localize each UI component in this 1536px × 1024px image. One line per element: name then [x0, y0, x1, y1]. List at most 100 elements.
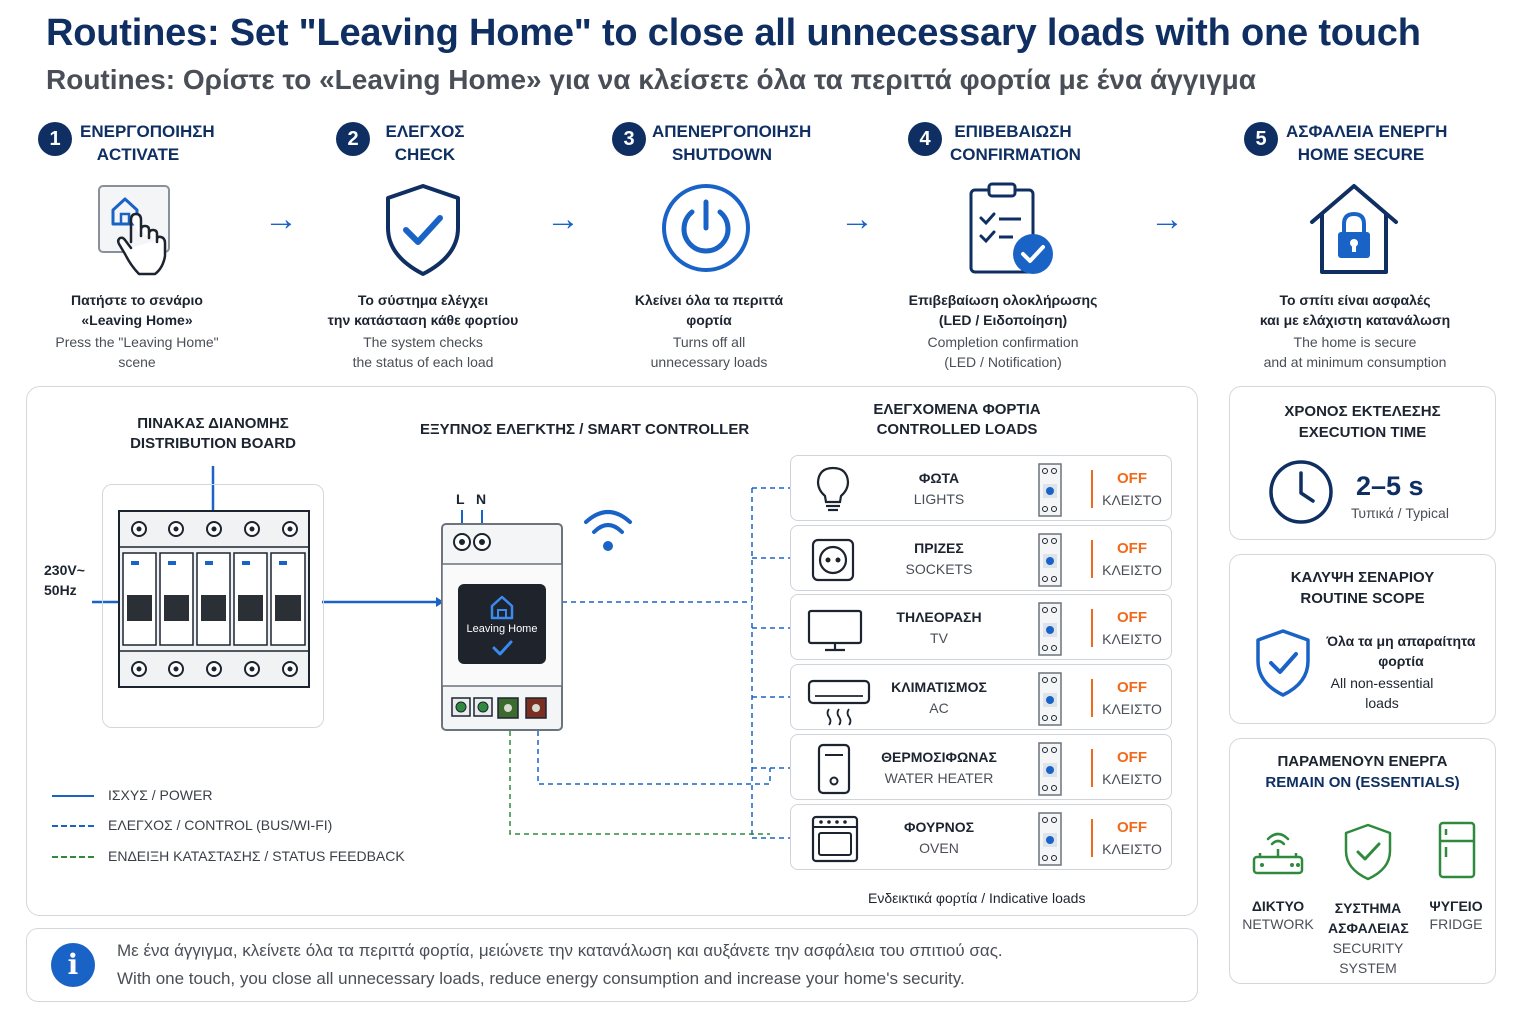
load-state-greek: ΚΛΕΙΣΤΟ: [1102, 771, 1162, 787]
step-description-english: Press the "Leaving Home"scene: [55, 334, 219, 370]
step-number: 1: [38, 122, 72, 156]
essential-item-network: ΔΙΚΤΥΟ NETWORK: [1240, 821, 1316, 932]
relay-icon: [1037, 671, 1063, 732]
indicative-loads-note: Ενδεικτικά φορτία / Indicative loads: [868, 890, 1086, 906]
load-row-water-heater: ΘΕΡΜΟΣΙΦΩΝΑΣ WATER HEATER OFF ΚΛΕΙΣΤΟ: [790, 734, 1172, 800]
supply-label: 230V~50Hz: [44, 562, 85, 598]
page-title: Routines: Set "Leaving Home" to close al…: [46, 12, 1421, 54]
essential-item-fridge: ΨΥΓΕΙΟ FRIDGE: [1418, 821, 1494, 932]
relay-icon: [1037, 532, 1063, 593]
arrow-icon: →: [1150, 200, 1184, 238]
shield-check-icon: [378, 180, 468, 285]
step-description-greek: Επιβεβαίωση ολοκλήρωσης(LED / Ειδοποίηση…: [908, 292, 1098, 328]
load-state-off: OFF: [1117, 819, 1147, 836]
info-icon: i: [51, 943, 95, 987]
wiring-diagram-panel: [26, 386, 1198, 916]
load-name-english: SOCKETS: [905, 561, 973, 577]
load-name-english: TV: [930, 630, 948, 646]
step-description-english: Completion confirmation(LED / Notificati…: [927, 334, 1079, 370]
load-state-greek: ΚΛΕΙΣΤΟ: [1102, 701, 1162, 717]
load-name-english: LIGHTS: [913, 491, 965, 507]
load-name-english: OVEN: [919, 840, 959, 856]
step-number: 5: [1244, 122, 1278, 156]
house-lock-icon: [1304, 180, 1404, 285]
step-number: 3: [612, 122, 646, 156]
smart-controller-title: ΕΞΥΠΝΟΣ ΕΛΕΓΚΤΗΣ / SMART CONTROLLER: [420, 421, 750, 438]
controller-screen-label: Leaving Home: [466, 623, 538, 635]
relay-icon: [1037, 811, 1063, 872]
load-name-greek: ΚΛΙΜΑΤΙΣΜΟΣ: [891, 679, 987, 695]
load-name-greek: ΦΟΥΡΝΟΣ: [903, 819, 975, 835]
page-subtitle: Routines: Ορίστε το «Leaving Home» για ν…: [46, 64, 1257, 95]
load-name-english: AC: [929, 700, 949, 716]
load-name-greek: ΘΕΡΜΟΣΙΦΩΝΑΣ: [881, 749, 997, 765]
terminal-l-label: L: [456, 491, 465, 507]
execution-time-value: 2–5 s: [1356, 471, 1424, 501]
load-name-greek: ΤΗΛΕΟΡΑΣΗ: [896, 609, 982, 625]
info-text-english: With one touch, you close all unnecessar…: [117, 969, 965, 988]
load-state-off: OFF: [1117, 749, 1147, 766]
load-state-off: OFF: [1117, 470, 1147, 487]
load-name-english: WATER HEATER: [884, 770, 994, 786]
load-row-lights: ΦΩΤΑ LIGHTS OFF ΚΛΕΙΣΤΟ: [790, 455, 1172, 521]
shield-check-icon: [1252, 627, 1314, 704]
load-name-greek: ΠΡΙΖΕΣ: [914, 540, 964, 556]
relay-icon: [1037, 601, 1063, 662]
load-name-greek: ΦΩΤΑ: [918, 470, 960, 486]
load-row-sockets: ΠΡΙΖΕΣ SOCKETS OFF ΚΛΕΙΣΤΟ: [790, 525, 1172, 591]
router-icon: [1240, 821, 1316, 886]
distribution-board: [102, 484, 324, 728]
load-state-off: OFF: [1117, 540, 1147, 557]
info-banner: i Με ένα άγγιγμα, κλείνετε όλα τα περιττ…: [26, 928, 1198, 1002]
lightbulb-icon: [805, 462, 861, 523]
clock-icon: [1268, 459, 1334, 530]
clipboard-check-icon: [959, 180, 1059, 285]
arrow-icon: →: [546, 200, 580, 238]
relay-icon: [1037, 462, 1063, 523]
power-icon: [658, 180, 754, 281]
air-conditioner-icon: [805, 671, 871, 732]
smart-controller: Leaving Home: [440, 522, 564, 732]
execution-time-note: Τυπικά / Typical: [1351, 505, 1449, 521]
arrow-icon: →: [264, 200, 298, 238]
load-state-greek: ΚΛΕΙΣΤΟ: [1102, 492, 1162, 508]
tap-home-icon: [85, 180, 185, 285]
tv-icon: [805, 601, 865, 662]
load-row-ac: ΚΛΙΜΑΤΙΣΜΟΣ AC OFF ΚΛΕΙΣΤΟ: [790, 664, 1172, 730]
security-shield-icon: [1328, 821, 1408, 886]
arrow-icon: →: [840, 200, 874, 238]
info-text-greek: Με ένα άγγιγμα, κλείνετε όλα τα περιττά …: [117, 941, 1003, 960]
water-heater-icon: [805, 741, 861, 802]
load-state-greek: ΚΛΕΙΣΤΟ: [1102, 562, 1162, 578]
load-state-off: OFF: [1117, 679, 1147, 696]
oven-icon: [805, 811, 861, 872]
step-number: 2: [336, 122, 370, 156]
